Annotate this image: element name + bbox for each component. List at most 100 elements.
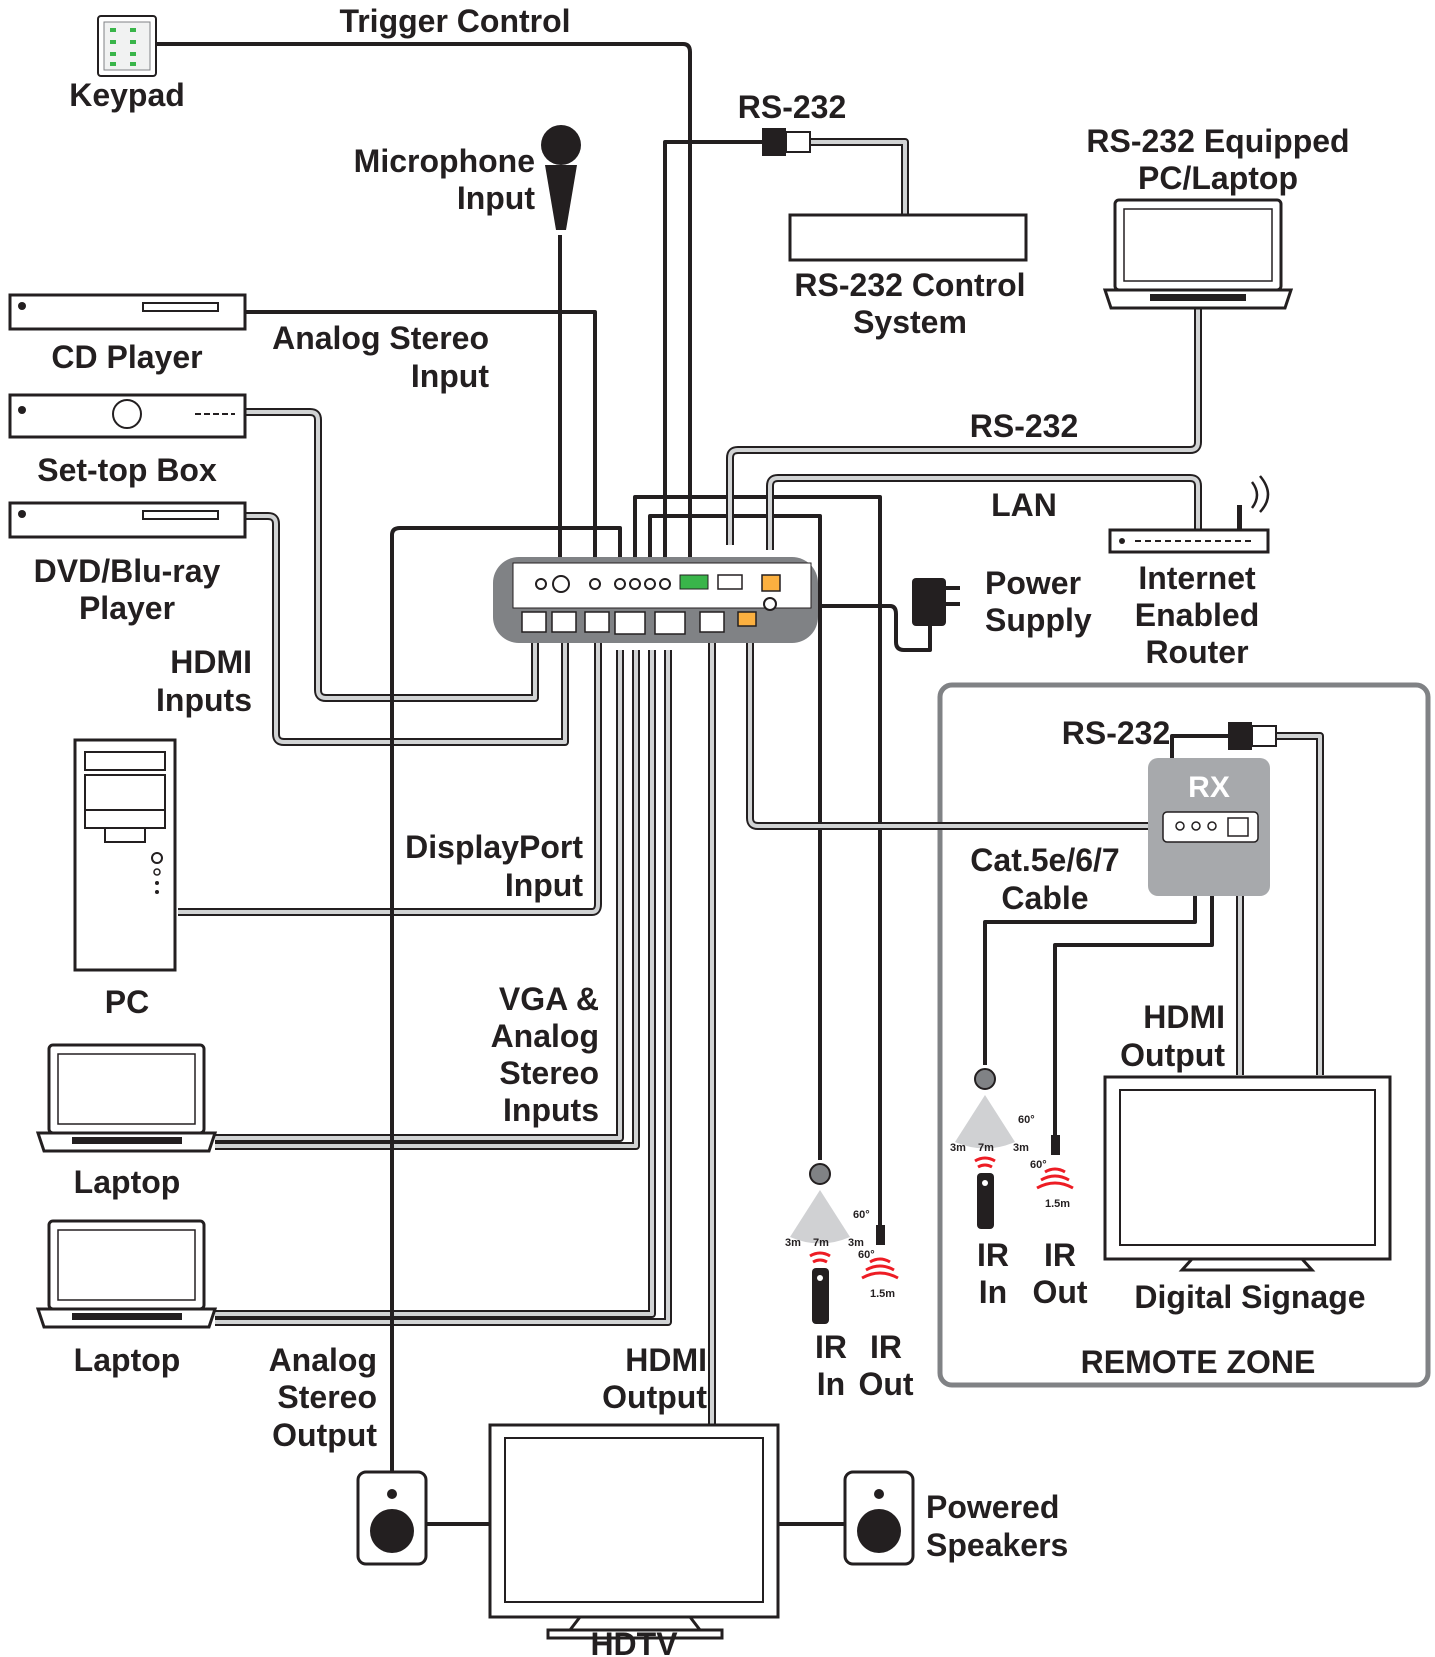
laptop-label-1: Laptop [74, 1164, 181, 1200]
powered-speakers-label-2: Speakers [926, 1527, 1068, 1563]
router-label-1: Internet [1138, 560, 1256, 596]
ir-out-label-2: Out [858, 1366, 913, 1402]
laptop-icon-2 [35, 1219, 218, 1329]
rs232-pc-cable [728, 308, 1200, 545]
cd-player-icon [8, 293, 247, 331]
ir-range-right-remote: 3m [1013, 1142, 1029, 1154]
ir-in-cable [648, 514, 822, 1160]
analog-stereo-output-cable [390, 526, 622, 1480]
rs232-pc-label-1: RS-232 Equipped [1086, 123, 1349, 159]
ir-emitter-range-local: 1.5m [870, 1288, 895, 1300]
remote-zone-label: REMOTE ZONE [1081, 1344, 1316, 1380]
hdtv-label: HDTV [590, 1626, 678, 1657]
ir-emitter-remote-icon [1036, 1135, 1074, 1190]
ir-range-center-local: 7m [813, 1237, 829, 1249]
laptop-label-2: Laptop [74, 1342, 181, 1378]
speaker-right-icon [843, 1470, 915, 1566]
rs232-pc-label-2: PC/Laptop [1138, 160, 1298, 196]
analog-output-label-2: Stereo [277, 1379, 377, 1415]
cables [150, 42, 1324, 1526]
cd-player-label: CD Player [51, 339, 202, 375]
vga-label-2: Analog [491, 1018, 599, 1054]
ir-angle-remote: 60° [1018, 1114, 1035, 1126]
rx-rs232-connector-icon [1228, 722, 1277, 750]
ir-out-label-1: IR [870, 1329, 902, 1365]
trigger-control-label: Trigger Control [339, 3, 570, 39]
laptop1-vga-cable [215, 650, 622, 1140]
rx-rs232-signage-cable [1275, 734, 1322, 1075]
ir-range-left-local: 3m [785, 1237, 801, 1249]
power-supply-label-2: Supply [985, 602, 1092, 638]
hdmi-inputs-label-1: HDMI [170, 644, 252, 680]
lan-label: LAN [991, 487, 1057, 523]
powered-speakers-label-1: Powered [926, 1489, 1059, 1525]
cat-cable [748, 640, 1165, 828]
rs232-laptop-icon [1102, 198, 1294, 310]
hdmi-output-rz-label-1: HDMI [1143, 999, 1225, 1035]
ir-out-cable [633, 495, 882, 1225]
displayport-label-2: Input [505, 867, 584, 903]
keypad-icon [97, 15, 157, 77]
dvd-player-icon [8, 501, 247, 539]
microphone-icon [541, 125, 581, 230]
ir-out-rz-label-2: Out [1032, 1274, 1087, 1310]
displayport-label-1: DisplayPort [405, 829, 583, 865]
rx-ir-out-cable [1053, 860, 1214, 1135]
dvd-label-1: DVD/Blu-ray [34, 553, 221, 589]
rx-label: RX [1188, 771, 1230, 804]
laptop2-vga-cable [215, 650, 654, 1316]
lan-cable [768, 476, 1200, 550]
pc-displayport-cable [178, 640, 600, 914]
ir-range-right-local: 3m [848, 1237, 864, 1249]
rs232-control-system-cable [810, 140, 907, 215]
dvd-label-2: Player [79, 590, 175, 626]
digital-signage-label: Digital Signage [1134, 1279, 1365, 1315]
remote-zone-frame [937, 682, 1431, 1388]
cat-cable-label-2: Cable [1001, 880, 1088, 916]
router-label-3: Router [1145, 634, 1248, 670]
hdmi-output-label-1: HDMI [625, 1342, 707, 1378]
rs232-mid-label: RS-232 [970, 408, 1079, 444]
ir-range-center-remote: 7m [978, 1142, 994, 1154]
rs232-control-label-1: RS-232 Control [794, 267, 1025, 303]
router-label-2: Enabled [1135, 597, 1259, 633]
power-supply-label-1: Power [985, 565, 1081, 601]
ir-receiver-remote-icon [955, 1068, 1015, 1229]
hdtv-icon [488, 1423, 780, 1640]
ir-emitter-range-remote: 1.5m [1045, 1198, 1070, 1210]
hdmi-output-rz-label-2: Output [1120, 1037, 1225, 1073]
set-top-box-label: Set-top Box [37, 452, 217, 488]
ir-emitter-local-icon [861, 1225, 899, 1280]
analog-stereo-input-label-1: Analog Stereo [272, 320, 489, 356]
analog-stereo-input-label-2: Input [411, 358, 490, 394]
main-unit [493, 557, 818, 643]
ir-angle-local: 60° [853, 1209, 870, 1221]
cat-cable-label-1: Cat.5e/6/7 [970, 842, 1119, 878]
hdmi-output-label-2: Output [602, 1379, 707, 1415]
router-icon [1108, 475, 1270, 554]
set-top-box-hdmi-cable [245, 410, 537, 700]
ir-in-rz-label-1: IR [977, 1237, 1009, 1273]
vga-label-1: VGA & [499, 981, 599, 1017]
dvd-hdmi-cable [245, 514, 567, 744]
microphone-label-1: Microphone [354, 143, 535, 179]
rx-receiver [1148, 758, 1270, 896]
analog-output-label-3: Output [272, 1417, 377, 1453]
ir-emitter-angle-local: 60° [858, 1249, 875, 1261]
rs232-control-system-box [788, 213, 1028, 262]
speaker-left-icon [356, 1470, 428, 1566]
set-top-box-icon [8, 393, 247, 439]
ir-range-left-remote: 3m [950, 1142, 966, 1154]
microphone-label-2: Input [457, 180, 536, 216]
keypad-label: Keypad [69, 77, 185, 113]
vga-label-4: Inputs [503, 1092, 599, 1128]
rs232-control-label-2: System [853, 304, 967, 340]
power-supply-icon [912, 578, 960, 626]
hdmi-inputs-label-2: Inputs [156, 682, 252, 718]
rs232-connector-icon [762, 128, 811, 156]
power-cable [790, 604, 932, 652]
rs232-rx-label: RS-232 [1062, 715, 1171, 751]
cd-player-cable [245, 310, 597, 560]
analog-output-label-1: Analog [269, 1342, 377, 1378]
